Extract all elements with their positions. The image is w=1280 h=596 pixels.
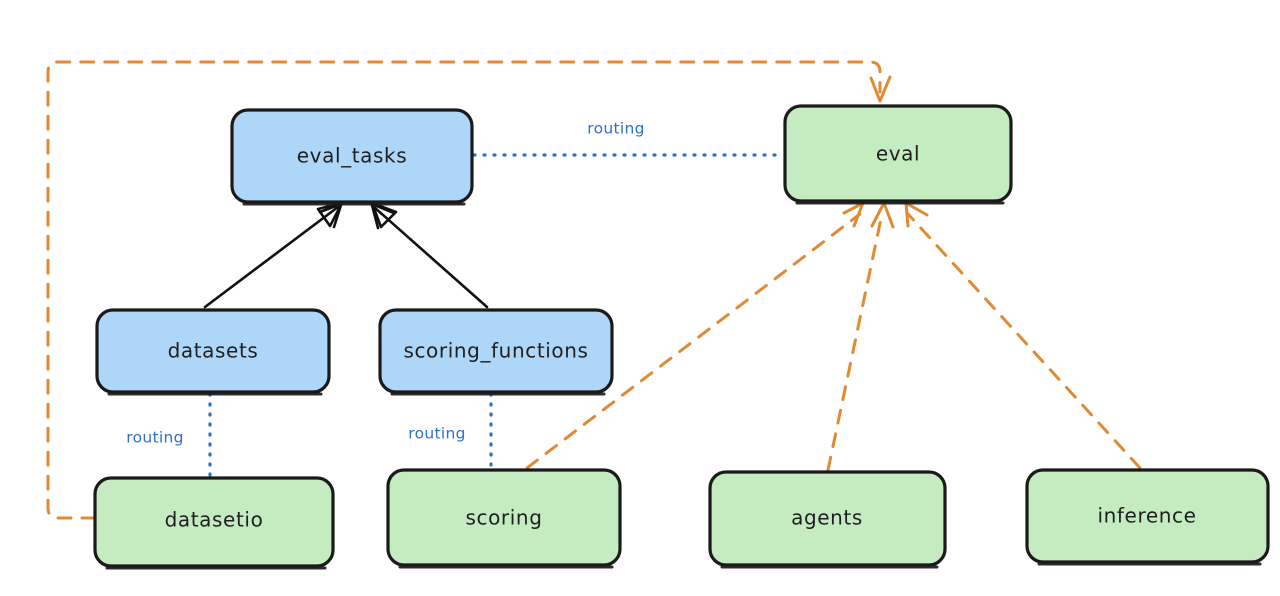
node-agents[interactable]: agents	[708, 470, 947, 569]
edge-agents-to-eval[interactable]	[826, 212, 884, 472]
node-layer: eval_tasks eval datasets scoring_functio…	[93, 104, 1270, 570]
edge-label-routing-datasets: routing	[126, 429, 184, 447]
node-eval-tasks-label: eval_tasks	[297, 144, 407, 168]
edge-inference-to-eval[interactable]	[906, 212, 1142, 470]
arrowhead-agents-to-eval	[870, 201, 895, 229]
edge-layer	[46, 60, 1142, 520]
node-datasetio-box[interactable]	[93, 476, 335, 568]
node-inference-label: inference	[1097, 504, 1196, 528]
edge-label-routing-eval: routing	[587, 120, 645, 138]
node-scoring-box[interactable]	[386, 468, 622, 567]
edge-label-routing-scoring: routing	[408, 425, 466, 443]
edge-datasets-to-evaltasks[interactable]	[203, 205, 340, 309]
arrowhead-scoringfunctions-to-evaltasks	[370, 201, 398, 229]
node-datasetio[interactable]: datasetio	[93, 476, 335, 570]
node-eval-tasks[interactable]: eval_tasks	[230, 108, 474, 206]
node-datasets[interactable]: datasets	[95, 308, 331, 396]
node-scoring[interactable]: scoring	[386, 468, 622, 569]
edge-label-layer: routing routing routing	[126, 120, 645, 447]
node-datasets-box[interactable]	[95, 308, 331, 394]
node-inference-box[interactable]	[1025, 468, 1270, 564]
node-eval-label: eval	[876, 142, 920, 166]
node-inference[interactable]: inference	[1025, 468, 1270, 566]
node-scoring-functions-box[interactable]	[378, 308, 614, 394]
node-scoring-label: scoring	[465, 506, 542, 530]
node-datasetio-label: datasetio	[165, 508, 264, 532]
arrowhead-datasetio-to-eval	[869, 75, 892, 103]
node-scoring-functions-label: scoring_functions	[403, 339, 588, 363]
edge-datasetio-to-eval[interactable]	[46, 60, 882, 520]
node-eval-tasks-box[interactable]	[230, 108, 474, 204]
arrowhead-datasets-to-evaltasks	[316, 201, 344, 228]
node-scoring-functions[interactable]: scoring_functions	[378, 308, 614, 396]
node-datasets-label: datasets	[168, 339, 259, 363]
node-eval[interactable]: eval	[783, 104, 1013, 205]
node-eval-box[interactable]	[783, 104, 1013, 203]
node-agents-box[interactable]	[708, 470, 947, 567]
edge-scoring-to-eval[interactable]	[525, 212, 862, 470]
node-agents-label: agents	[791, 506, 863, 530]
edge-scoringfunctions-to-evaltasks[interactable]	[372, 205, 489, 309]
